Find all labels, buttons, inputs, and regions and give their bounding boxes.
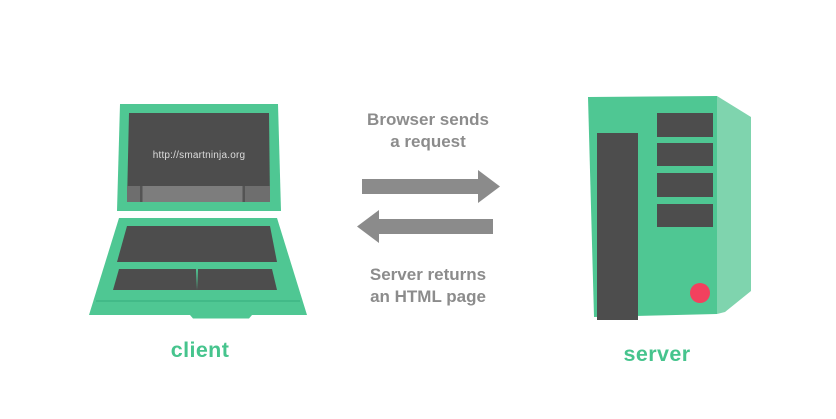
browser-url-text: http://smartninja.org	[152, 150, 246, 161]
server-vent-bar-4	[657, 204, 713, 227]
laptop-trackpad-right	[197, 269, 277, 290]
laptop-screen	[127, 113, 270, 202]
response-arrow-icon	[357, 210, 493, 243]
server-power-led	[690, 283, 710, 303]
server-label: server	[623, 342, 691, 366]
laptop-icon	[89, 104, 307, 319]
request-arrow-icon	[362, 170, 500, 203]
laptop-screen-statusbar-middle	[142, 186, 243, 202]
laptop-base-latch	[190, 315, 252, 319]
request-caption: Browser sends a request	[353, 109, 503, 153]
laptop-trackpad-left	[113, 269, 197, 290]
response-caption-line2: an HTML page	[370, 287, 486, 306]
server-side-panel	[717, 96, 751, 314]
server-icon	[588, 96, 751, 320]
laptop-statusbar-divider-left	[140, 186, 143, 202]
laptop-statusbar-divider-right	[242, 186, 245, 202]
server-drive-slot	[597, 133, 638, 320]
server-vent-bar-1	[657, 113, 713, 137]
server-vent-bar-3	[657, 173, 713, 197]
response-caption-line1: Server returns	[369, 265, 487, 284]
request-caption-line1: Browser sends	[367, 110, 489, 129]
laptop-keyboard	[117, 226, 277, 262]
server-vent-bar-2	[657, 143, 713, 166]
response-caption: Server returns an HTML page	[353, 264, 503, 308]
client-label: client	[170, 338, 230, 362]
request-caption-line2: a request	[390, 132, 466, 151]
